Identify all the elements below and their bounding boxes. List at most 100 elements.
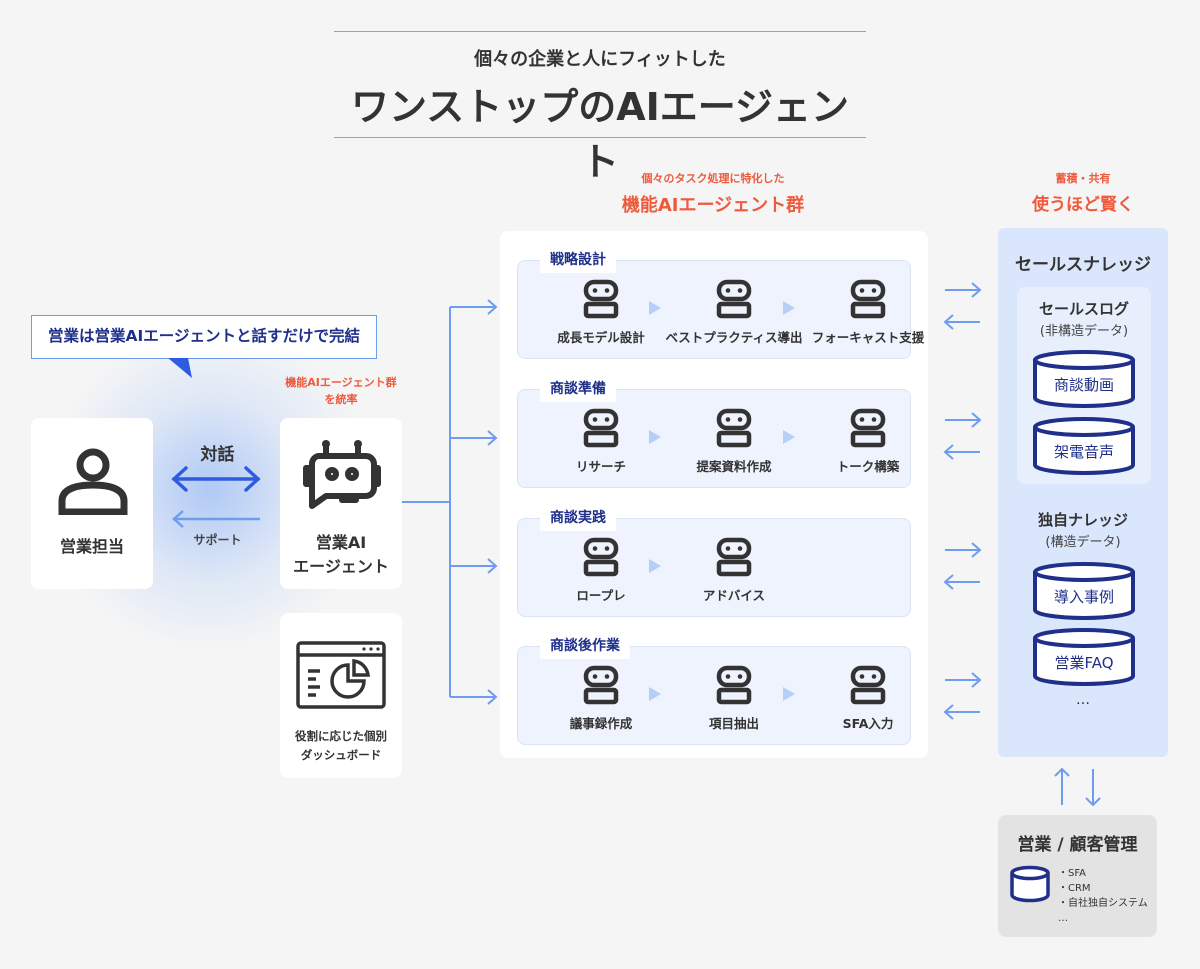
- database-icon: [1010, 865, 1050, 903]
- robot-headset-icon: [303, 440, 381, 509]
- step-label: SFA入力: [842, 716, 894, 731]
- support-label: サポート: [193, 533, 242, 547]
- exchange-arrow-icon: [943, 412, 982, 460]
- branch-arrow-icon: [450, 299, 498, 315]
- flow-arrow-icon: [783, 687, 795, 701]
- dialogue-label: 対話: [200, 445, 235, 465]
- sales-ai-agent-card[interactable]: 営業AI エージェント: [280, 418, 402, 589]
- robot-icon: [716, 408, 752, 448]
- branch-arrow-icon: [450, 689, 498, 705]
- bubble-text: 営業は営業AIエージェントと話すだけで完結: [48, 327, 360, 345]
- agent-step[interactable]: アドバイス: [664, 537, 804, 604]
- crm-box: 営業 / 顧客管理 ・SFA ・CRM ・自社独自システム …: [998, 815, 1157, 937]
- dashboard-label-line2: ダッシュボード: [300, 748, 382, 762]
- function-group: 商談実践ロープレアドバイス: [517, 505, 911, 617]
- database-icon: [1033, 417, 1135, 475]
- database-label: 商談動画: [1053, 376, 1114, 394]
- crm-more: …: [1058, 913, 1068, 924]
- crm-item: ・自社独自システム: [1058, 898, 1148, 909]
- group-title: 戦略設計: [540, 247, 616, 273]
- agent-note-line1: 機能AIエージェント群: [285, 376, 397, 389]
- branch-arrow-icon: [450, 430, 498, 446]
- step-label: 提案資料作成: [696, 459, 772, 474]
- dashboard-icon: [296, 641, 386, 709]
- robot-icon: [583, 537, 619, 577]
- sales-knowledge-title: セールスナレッジ: [1015, 255, 1151, 275]
- agent-label-line2: エージェント: [293, 557, 389, 576]
- dashboard-label: 役割に応じた個別 ダッシュボード: [280, 727, 402, 765]
- exchange-arrow-icon: [943, 542, 982, 590]
- own-knowledge-subtitle: (構造データ): [1045, 535, 1121, 550]
- dashboard-card[interactable]: 役割に応じた個別 ダッシュボード: [280, 613, 402, 778]
- crm-title: 営業 / 顧客管理: [1017, 835, 1138, 855]
- speech-bubble: 営業は営業AIエージェントと話すだけで完結: [31, 315, 377, 359]
- agent-step[interactable]: トーク構築: [798, 408, 938, 475]
- robot-icon: [850, 279, 886, 319]
- exchange-arrow-icon: [943, 282, 982, 330]
- header-subtitle: 個々の企業と人にフィットした: [474, 49, 726, 70]
- agent-step[interactable]: リサーチ: [531, 408, 671, 475]
- crm-sync-arrows: [1054, 767, 1101, 807]
- agent-step[interactable]: ロープレ: [531, 537, 671, 604]
- functions-caption: 個々のタスク処理に特化した: [641, 172, 785, 185]
- group-title: 商談後作業: [540, 633, 630, 659]
- flow-arrow-icon: [649, 687, 661, 701]
- flow-arrow-icon: [783, 430, 795, 444]
- step-label: フォーキャスト支援: [811, 330, 925, 345]
- double-arrow-icon: [171, 466, 261, 492]
- sales-rep-label: 営業担当: [59, 537, 124, 556]
- person-icon: [58, 448, 128, 515]
- dashboard-label-line1: 役割に応じた個別: [295, 729, 387, 743]
- knowledge-title: 使うほど賢く: [1032, 195, 1134, 215]
- database-icon: [1033, 562, 1135, 620]
- arrow-down-icon: [1085, 769, 1101, 807]
- step-label: リサーチ: [575, 459, 626, 474]
- database-cylinder: 商談動画: [1032, 350, 1136, 408]
- step-label: ロープレ: [576, 588, 626, 603]
- sales-rep-card: 営業担当: [31, 418, 153, 589]
- robot-icon: [716, 665, 752, 705]
- robot-icon: [716, 537, 752, 577]
- crm-item: ・SFA: [1058, 868, 1087, 879]
- agent-step[interactable]: 提案資料作成: [664, 408, 804, 475]
- agent-connector: [402, 299, 498, 705]
- step-label: トーク構築: [836, 459, 900, 474]
- step-label: 項目抽出: [708, 716, 759, 731]
- saleslog-subtitle: (非構造データ): [1039, 324, 1129, 339]
- flow-arrow-icon: [649, 559, 661, 573]
- robot-icon: [716, 279, 752, 319]
- step-label: 議事録作成: [569, 716, 633, 731]
- title-top-rule: [334, 31, 866, 32]
- agent-step[interactable]: フォーキャスト支援: [798, 279, 938, 346]
- agent-step[interactable]: 成長モデル設計: [531, 279, 671, 346]
- database-label: 営業FAQ: [1054, 654, 1114, 672]
- agent-label: 営業AI エージェント: [280, 531, 402, 579]
- robot-icon: [583, 408, 619, 448]
- agent-step[interactable]: 項目抽出: [664, 665, 804, 732]
- flow-arrow-icon: [783, 301, 795, 315]
- knowledge-caption: 蓄積・共有: [1055, 172, 1111, 185]
- agent-step[interactable]: SFA入力: [798, 665, 938, 732]
- arrow-up-icon: [1054, 767, 1070, 805]
- agent-step[interactable]: ベストプラクティス導出: [664, 279, 804, 346]
- agent-note: 機能AIエージェント群 を統率: [270, 374, 412, 408]
- branch-arrow-icon: [450, 558, 498, 574]
- crm-list: ・SFA ・CRM ・自社独自システム …: [1058, 866, 1148, 926]
- database-icon: [1033, 350, 1135, 408]
- title-bottom-rule: [334, 137, 866, 138]
- function-group: 戦略設計成長モデル設計ベストプラクティス導出フォーキャスト支援: [517, 247, 924, 359]
- step-label: アドバイス: [702, 588, 766, 603]
- exchange-arrow-icon: [943, 672, 982, 720]
- agent-step[interactable]: 議事録作成: [531, 665, 671, 732]
- database-cylinder: 営業FAQ: [1032, 628, 1136, 686]
- flow-arrow-icon: [649, 301, 661, 315]
- group-title: 商談準備: [540, 376, 616, 402]
- own-knowledge-more: …: [1076, 692, 1090, 708]
- function-group: 商談後作業議事録作成 項目抽出 SFA入力: [517, 633, 911, 745]
- bubble-tail-icon: [168, 358, 192, 378]
- crm-item: ・CRM: [1058, 883, 1091, 894]
- dialogue-arrows: [171, 466, 261, 528]
- database-label: 導入事例: [1053, 588, 1114, 606]
- functions-title: 機能AIエージェント群: [621, 195, 805, 216]
- own-knowledge-title: 独自ナレッジ: [1037, 511, 1128, 529]
